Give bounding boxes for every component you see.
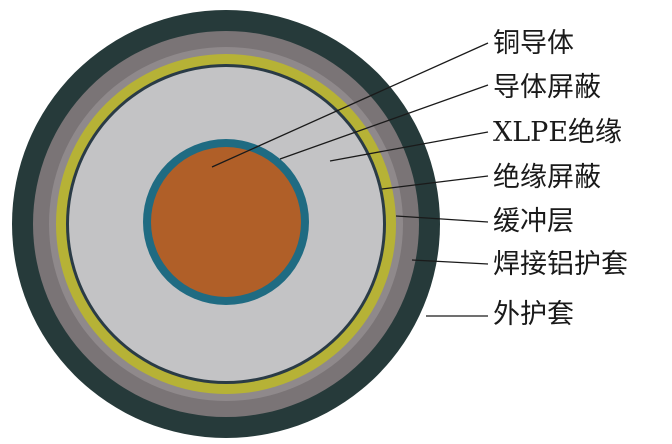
- label-conductor-screen: 导体屏蔽: [493, 72, 601, 103]
- leader-conductor-screen: [279, 84, 489, 160]
- leader-xlpe-insulation: [329, 131, 489, 162]
- label-aluminum-sheath: 焊接铝护套: [493, 249, 628, 280]
- label-buffer-layer: 缓冲层: [493, 206, 574, 237]
- label-insulation-screen: 绝缘屏蔽: [493, 162, 601, 193]
- label-xlpe-insulation: XLPE绝缘: [493, 117, 622, 148]
- leader-copper-conductor: [211, 42, 489, 168]
- leader-buffer-layer: [395, 215, 489, 223]
- layer-copper-conductor: [151, 147, 301, 297]
- leader-aluminum-sheath: [411, 259, 489, 265]
- label-copper-conductor: 铜导体: [493, 28, 574, 59]
- leader-insulation-screen: [381, 175, 489, 190]
- label-outer-sheath: 外护套: [493, 299, 574, 330]
